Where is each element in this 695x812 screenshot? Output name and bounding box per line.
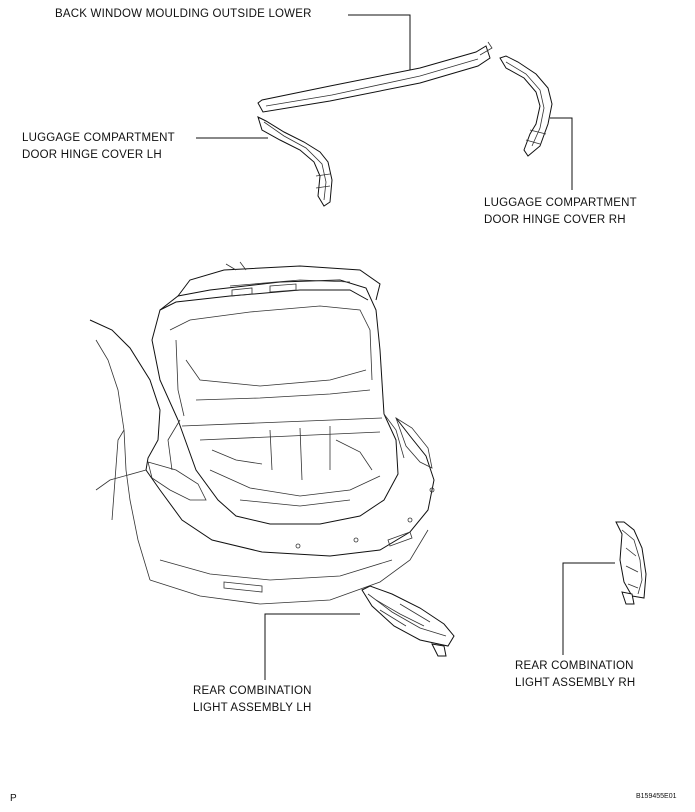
label-hinge-cover-rh: LUGGAGE COMPARTMENT DOOR HINGE COVER RH (484, 197, 637, 226)
page-marker: P (10, 793, 17, 804)
leader-rear-light-rh (562, 562, 615, 655)
leader-rear-light-lh (264, 613, 360, 680)
label-rear-light-lh: REAR COMBINATION LIGHT ASSEMBLY LH (193, 685, 312, 714)
car-rear-view (89, 261, 435, 605)
leader-hinge-cover-rh (550, 117, 573, 190)
label-rear-light-rh: REAR COMBINATION LIGHT ASSEMBLY RH (515, 660, 636, 689)
back-window-moulding (257, 41, 493, 113)
figure-id: B159455E01 (636, 793, 677, 800)
rear-light-rh (615, 521, 647, 605)
label-hinge-cover-lh: LUGGAGE COMPARTMENT DOOR HINGE COVER LH (22, 132, 175, 161)
leader-lines (196, 14, 615, 680)
label-back-window-moulding: BACK WINDOW MOULDING OUTSIDE LOWER (55, 8, 312, 20)
leader-back-window-moulding (348, 14, 411, 70)
hinge-cover-rh (499, 55, 553, 157)
hinge-cover-lh (257, 116, 333, 207)
rear-light-lh (361, 585, 455, 657)
